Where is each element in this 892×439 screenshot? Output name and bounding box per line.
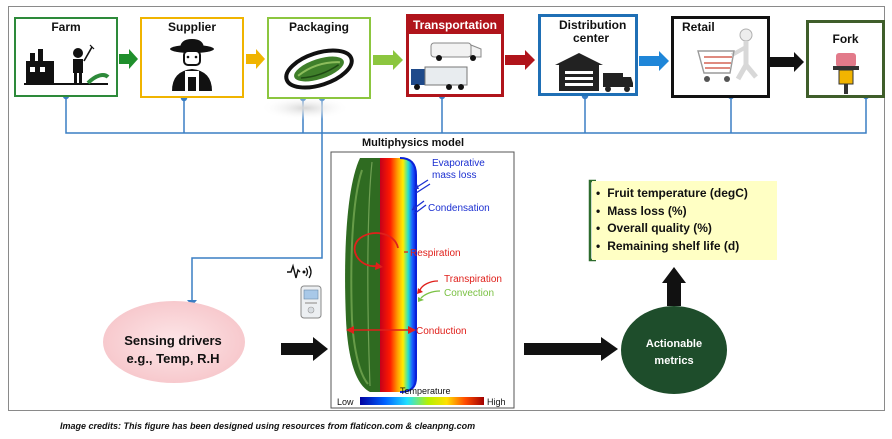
supplier-icon xyxy=(170,39,214,91)
stage-retail-label: Retail xyxy=(682,20,715,34)
metric-item: Fruit temperature (degC) xyxy=(596,185,777,203)
metric-item: Remaining shelf life (d) xyxy=(596,238,777,256)
respiration-label: Respiration xyxy=(410,248,461,259)
actionable-metrics-text: Actionable metrics xyxy=(618,336,730,370)
farm-icon xyxy=(24,44,110,85)
transpiration-label: Transpiration xyxy=(444,274,502,285)
conduction-label: Conduction xyxy=(416,326,467,337)
retail-cart-icon xyxy=(697,28,758,82)
stage-supplier: Supplier xyxy=(140,17,244,98)
stage-fork: Fork xyxy=(806,20,885,98)
evaporative-label: Evaporative xyxy=(432,158,485,169)
wireless-sensor-icon xyxy=(287,263,322,319)
metric-item: Mass loss (%) xyxy=(596,203,777,221)
stage-arrows xyxy=(119,49,804,72)
scale-title: Temperature xyxy=(400,386,451,396)
stage-fork-label: Fork xyxy=(832,32,859,46)
condensation-label: Condensation xyxy=(428,203,490,214)
scale-low-label: Low xyxy=(337,397,354,407)
sensing-ellipse xyxy=(103,301,245,383)
convection-label: Convection xyxy=(444,288,495,299)
actionable-to-metrics-arrow xyxy=(662,267,686,306)
cucumber-model xyxy=(345,157,417,393)
stage-distribution-center: Distribution center xyxy=(538,14,638,96)
stage-packaging: Packaging xyxy=(267,17,371,99)
stage-retail: Retail xyxy=(671,16,770,98)
stage-transportation-label: Transportation xyxy=(409,17,501,34)
actionable-line-2: metrics xyxy=(654,355,694,367)
model-arrows xyxy=(346,179,441,334)
stage-farm-label: Farm xyxy=(51,20,81,34)
temperature-scale-bar xyxy=(360,397,484,405)
stage-supplier-label: Supplier xyxy=(167,20,216,34)
sensing-drivers-text: Sensing drivers e.g., Temp, R.H xyxy=(108,332,238,368)
stage-packaging-label: Packaging xyxy=(288,20,350,34)
packaging-icon xyxy=(284,48,354,90)
metrics-list: Fruit temperature (degC) Mass loss (%) O… xyxy=(592,181,777,255)
model-to-actionable-arrow xyxy=(524,337,618,361)
sensing-to-model-arrow xyxy=(281,337,328,361)
sensing-line-1: Sensing drivers xyxy=(124,333,222,348)
stage-distribution-label: Distribution center xyxy=(559,18,627,45)
sensing-line-2: e.g., Temp, R.H xyxy=(126,351,220,366)
stage-transportation: Transportation xyxy=(406,14,504,97)
diagram-frame xyxy=(8,6,885,411)
fork-icon xyxy=(833,53,859,94)
multiphysics-title: Multiphysics model xyxy=(361,137,465,149)
scale-high-label: High xyxy=(487,397,506,407)
transportation-icon xyxy=(411,42,482,90)
metric-item: Overall quality (%) xyxy=(596,220,777,238)
mass-loss-label: mass loss xyxy=(432,170,477,181)
stage-farm: Farm xyxy=(14,17,118,97)
warehouse-icon xyxy=(555,53,633,92)
actionable-circle xyxy=(621,306,727,394)
packaging-shadow xyxy=(260,96,350,120)
image-credits-caption: Image credits: This figure has been desi… xyxy=(60,421,476,431)
actionable-line-1: Actionable xyxy=(645,338,703,350)
metrics-box: Fruit temperature (degC) Mass loss (%) O… xyxy=(592,181,777,260)
